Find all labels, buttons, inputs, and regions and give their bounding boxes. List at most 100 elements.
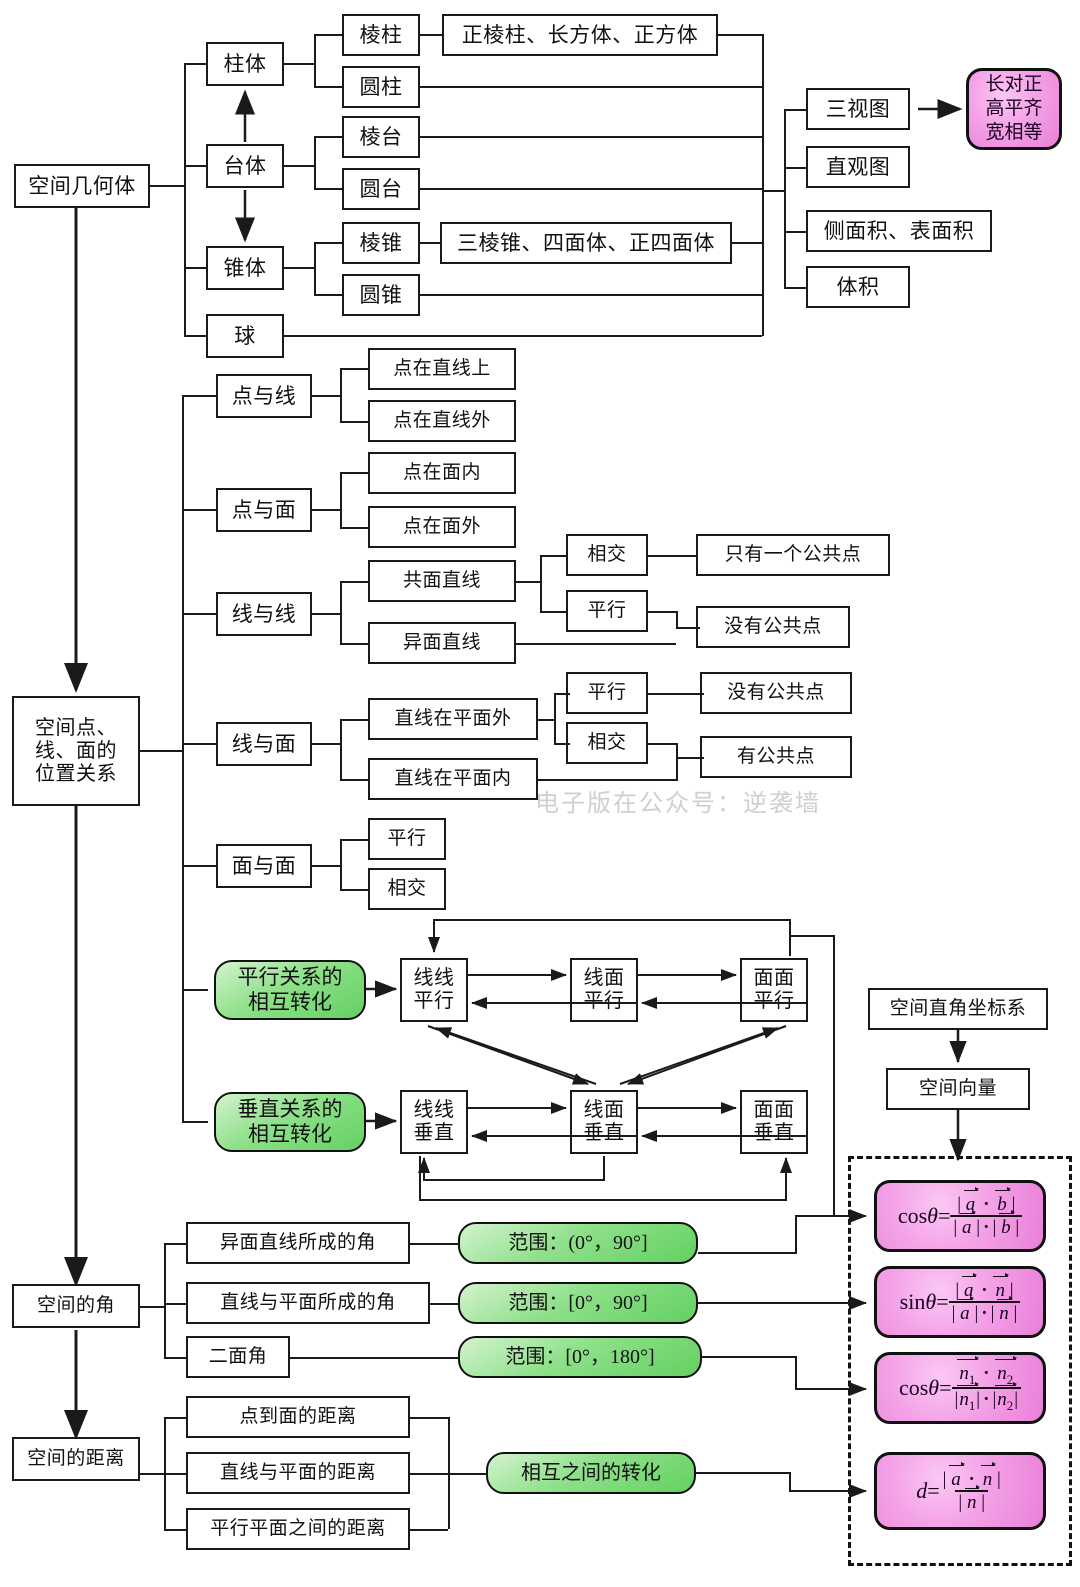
node-point-in-plane[interactable]: 点在面内 <box>368 452 516 494</box>
connector <box>164 1303 188 1305</box>
node-dihedral-angle[interactable]: 二面角 <box>186 1336 290 1378</box>
node-volume[interactable]: 体积 <box>806 266 910 308</box>
node-line-line-parallel[interactable]: 线线 平行 <box>400 958 468 1022</box>
node-line-to-plane-distance[interactable]: 直线与平面的距离 <box>186 1452 410 1494</box>
node-line-plane[interactable]: 线与面 <box>216 722 312 766</box>
node-prismatoid[interactable]: 棱台 <box>342 116 420 158</box>
node-circular-cone[interactable]: 圆锥 <box>342 274 420 316</box>
connector <box>410 1529 448 1531</box>
node-line-plane-angle[interactable]: 直线与平面所成的角 <box>186 1282 430 1324</box>
connector <box>182 989 208 991</box>
connector <box>340 472 370 474</box>
node-ll-one-common-point[interactable]: 只有一个公共点 <box>696 534 890 576</box>
node-polyhedral-prism[interactable]: 棱柱 <box>342 14 420 56</box>
node-point-line[interactable]: 点与线 <box>216 374 312 418</box>
node-lp-has-common-point[interactable]: 有公共点 <box>700 736 852 778</box>
connector <box>340 779 370 781</box>
connector <box>410 1243 460 1245</box>
formula-distance-d[interactable]: d= | a · n || n | <box>874 1452 1046 1530</box>
node-point-on-line[interactable]: 点在直线上 <box>368 348 516 390</box>
connector <box>420 188 762 190</box>
node-pp-parallel[interactable]: 平行 <box>368 818 446 860</box>
connector <box>284 63 314 65</box>
node-line-line[interactable]: 线与线 <box>216 592 312 636</box>
node-cone-body[interactable]: 锥体 <box>206 246 284 290</box>
node-skew-line-angle[interactable]: 异面直线所成的角 <box>186 1222 410 1264</box>
node-mutual-conversion[interactable]: 相互之间的转化 <box>486 1452 696 1494</box>
node-coordinate-system[interactable]: 空间直角坐标系 <box>868 988 1048 1030</box>
node-sphere[interactable]: 球 <box>206 314 284 358</box>
node-lateral-surface-area[interactable]: 侧面积、表面积 <box>806 210 992 252</box>
node-parallel-planes-distance[interactable]: 平行平面之间的距离 <box>186 1508 410 1550</box>
node-ll-parallel[interactable]: 平行 <box>566 590 648 632</box>
par-line-1: 平行关系的 <box>237 964 343 989</box>
node-space-vector[interactable]: 空间向量 <box>886 1068 1030 1110</box>
connector <box>164 1243 166 1357</box>
node-coplanar-lines[interactable]: 共面直线 <box>368 560 516 602</box>
node-position-relations[interactable]: 空间点、 线、面的 位置关系 <box>12 696 140 806</box>
node-ll-intersect[interactable]: 相交 <box>566 534 648 576</box>
node-point-off-line[interactable]: 点在直线外 <box>368 400 516 442</box>
node-cylinder[interactable]: 圆柱 <box>342 66 420 108</box>
connector <box>676 627 700 629</box>
ppperp-2: 垂直 <box>753 1122 795 1144</box>
range-skew-line-angle[interactable]: 范围：(0°，90°] <box>458 1222 698 1264</box>
connector <box>718 34 762 36</box>
formula-sin-theta-an[interactable]: sinθ= | a · n || a |·| n | <box>874 1266 1046 1338</box>
formula-content: cosθ= | a · b || a |·| b | <box>898 1186 1023 1238</box>
node-plane-plane-parallel[interactable]: 面面 平行 <box>740 958 808 1022</box>
formula-cos-theta-n1n2[interactable]: cosθ= n1 · n2|n1|·|n2| <box>874 1352 1046 1424</box>
node-space-solids[interactable]: 空间几何体 <box>14 164 150 208</box>
connector-right-spine <box>762 34 764 336</box>
rule-line-3: 宽相等 <box>985 121 1043 143</box>
node-three-views[interactable]: 三视图 <box>806 88 910 130</box>
connector <box>312 509 340 511</box>
node-circular-frustum[interactable]: 圆台 <box>342 168 420 210</box>
node-intuitive-diagram[interactable]: 直观图 <box>806 146 910 188</box>
node-line-outside-plane[interactable]: 直线在平面外 <box>368 698 538 740</box>
formula-cos-theta-ab[interactable]: cosθ= | a · b || a |·| b | <box>874 1180 1046 1252</box>
node-ll-no-common-point[interactable]: 没有公共点 <box>696 606 850 648</box>
lpp-1: 线面 <box>583 967 625 989</box>
node-parallel-transform-label[interactable]: 平行关系的 相互转化 <box>214 960 366 1020</box>
node-pp-intersect[interactable]: 相交 <box>368 868 446 910</box>
connector <box>340 839 370 841</box>
node-pyramid[interactable]: 棱锥 <box>342 222 420 264</box>
connector <box>314 136 316 190</box>
node-prism-body[interactable]: 柱体 <box>206 42 284 86</box>
node-frustum-body[interactable]: 台体 <box>206 144 284 188</box>
node-prism-examples[interactable]: 正棱柱、长方体、正方体 <box>442 14 718 56</box>
range-dihedral-angle[interactable]: 范围：[0°，180°] <box>458 1336 702 1378</box>
formula-content: d= | a · n || n | <box>916 1461 1001 1513</box>
connector <box>140 750 182 752</box>
connector <box>340 421 370 423</box>
formula-content: sinθ= | a · n || a |·| n | <box>900 1272 1021 1324</box>
node-line-plane-parallel[interactable]: 线面 平行 <box>570 958 638 1022</box>
node-point-out-plane[interactable]: 点在面外 <box>368 506 516 548</box>
node-plane-plane[interactable]: 面与面 <box>216 844 312 888</box>
node-lp-parallel[interactable]: 平行 <box>566 672 648 714</box>
node-space-distance[interactable]: 空间的距离 <box>12 1437 140 1481</box>
node-line-plane-perp[interactable]: 线面 垂直 <box>570 1090 638 1154</box>
connector <box>340 368 370 370</box>
connector <box>340 472 342 528</box>
range-line-plane-angle[interactable]: 范围：[0°，90°] <box>458 1282 698 1324</box>
connector <box>182 1121 208 1123</box>
node-lp-no-common-point[interactable]: 没有公共点 <box>700 672 852 714</box>
connector <box>648 611 676 613</box>
connector <box>410 1417 448 1419</box>
connector <box>164 1529 188 1531</box>
node-line-inside-plane[interactable]: 直线在平面内 <box>368 758 538 800</box>
node-point-plane[interactable]: 点与面 <box>216 488 312 532</box>
node-point-to-plane-distance[interactable]: 点到面的距离 <box>186 1396 410 1438</box>
node-perp-transform-label[interactable]: 垂直关系的 相互转化 <box>214 1092 366 1152</box>
node-line-line-perp[interactable]: 线线 垂直 <box>400 1090 468 1154</box>
node-three-view-rule[interactable]: 长对正 高平齐 宽相等 <box>966 68 1062 150</box>
node-skew-lines[interactable]: 异面直线 <box>368 622 516 664</box>
node-lp-intersect[interactable]: 相交 <box>566 722 648 764</box>
connector <box>554 743 570 745</box>
node-pyramid-examples[interactable]: 三棱锥、四面体、正四面体 <box>440 222 732 264</box>
node-space-angles[interactable]: 空间的角 <box>12 1284 140 1328</box>
node-plane-plane-perp[interactable]: 面面 垂直 <box>740 1090 808 1154</box>
ppp-2: 平行 <box>753 990 795 1012</box>
